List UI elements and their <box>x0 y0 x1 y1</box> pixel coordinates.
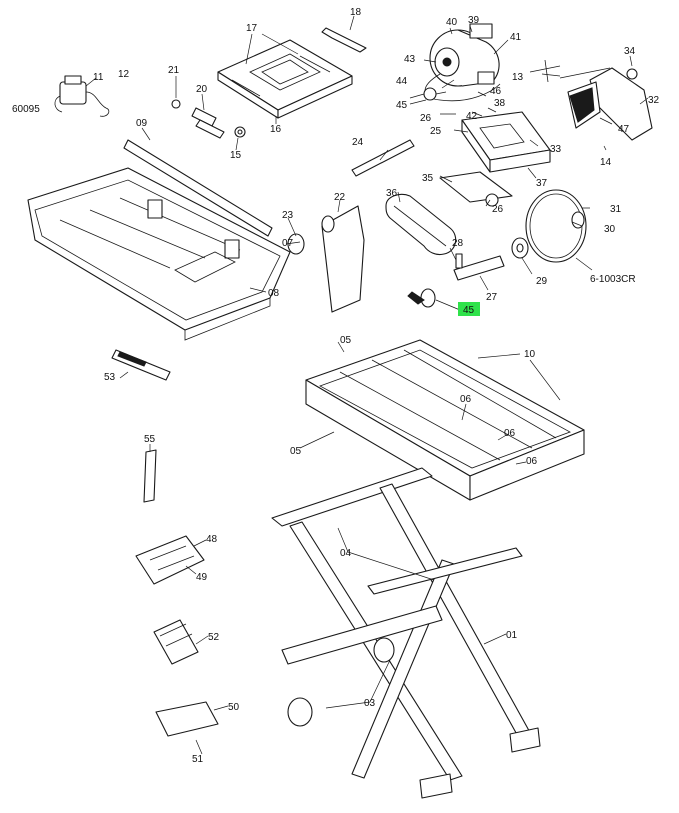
pulley-45 <box>407 288 436 308</box>
label-37: 37 <box>536 178 548 189</box>
label-38: 38 <box>494 98 506 109</box>
bracket-55 <box>143 449 157 503</box>
motor <box>424 23 501 102</box>
part-labels: 60095 11 12 17 18 21 20 15 16 09 40 39 4… <box>12 7 660 765</box>
label-26-mid: 26 <box>492 204 504 215</box>
label-33: 33 <box>550 144 562 155</box>
label-06-mid: 06 <box>504 428 516 439</box>
label-55: 55 <box>144 434 156 445</box>
label-51: 51 <box>192 754 204 765</box>
label-17: 17 <box>246 23 258 34</box>
bracket-35 <box>439 171 513 207</box>
label-36: 36 <box>386 188 398 199</box>
label-32: 32 <box>648 95 660 106</box>
label-45-highlighted: 45 <box>463 305 475 316</box>
label-10: 10 <box>524 349 536 360</box>
label-6-1003cr: 6-1003CR <box>590 274 636 285</box>
water-tray <box>27 167 291 341</box>
label-22: 22 <box>334 192 346 203</box>
label-08: 08 <box>268 288 280 299</box>
label-53: 53 <box>104 372 116 383</box>
label-27: 27 <box>486 292 498 303</box>
label-42: 42 <box>466 111 478 122</box>
shaft-24 <box>351 139 415 177</box>
support-frame <box>287 205 365 313</box>
label-60095: 60095 <box>12 104 40 115</box>
bracket-20 <box>171 99 246 139</box>
label-03: 03 <box>364 698 376 709</box>
label-06-low: 06 <box>526 456 538 467</box>
label-15: 15 <box>230 150 242 161</box>
label-34: 34 <box>624 46 636 57</box>
label-52: 52 <box>208 632 220 643</box>
highlighted-part-marker <box>458 302 480 316</box>
label-16: 16 <box>270 124 282 135</box>
blade-guard <box>529 59 653 141</box>
label-41: 41 <box>510 32 522 43</box>
label-49: 49 <box>196 572 208 583</box>
label-30: 30 <box>604 224 616 235</box>
cutting-table <box>217 39 353 119</box>
label-28: 28 <box>452 238 464 249</box>
label-05-top: 05 <box>340 335 352 346</box>
label-40: 40 <box>446 17 458 28</box>
label-29: 29 <box>536 276 548 287</box>
label-50: 50 <box>228 702 240 713</box>
label-11: 11 <box>93 72 104 83</box>
saw-blade <box>525 189 587 263</box>
label-44: 44 <box>396 76 408 87</box>
label-26-top: 26 <box>420 113 432 124</box>
label-01: 01 <box>506 630 518 641</box>
label-39: 39 <box>468 15 480 26</box>
switch-assembly <box>409 87 447 101</box>
water-pump <box>54 75 110 117</box>
plate-50 <box>155 701 219 737</box>
label-05-left: 05 <box>290 446 302 457</box>
label-12: 12 <box>118 69 130 80</box>
angle-guide-48 <box>135 535 205 585</box>
table-frame <box>305 339 585 501</box>
side-rail <box>123 139 273 237</box>
label-13: 13 <box>512 72 524 83</box>
label-14: 14 <box>600 157 612 168</box>
label-48: 48 <box>206 534 218 545</box>
label-45-top: 45 <box>396 100 408 111</box>
label-23: 23 <box>282 210 294 221</box>
label-24: 24 <box>352 137 364 148</box>
label-09: 09 <box>136 118 148 129</box>
label-47: 47 <box>618 124 630 135</box>
label-21: 21 <box>168 65 180 76</box>
label-04: 04 <box>340 548 352 559</box>
label-06-top: 06 <box>460 394 472 405</box>
label-18: 18 <box>350 7 362 18</box>
label-43: 43 <box>404 54 416 65</box>
label-31: 31 <box>610 204 622 215</box>
block-52 <box>153 619 199 665</box>
label-46: 46 <box>490 86 502 97</box>
label-25: 25 <box>430 126 442 137</box>
motor-carriage <box>461 111 551 173</box>
leader-lines <box>85 15 649 755</box>
belt <box>385 193 457 256</box>
arbor-shaft <box>453 237 529 281</box>
label-35: 35 <box>422 173 434 184</box>
bracket-18 <box>321 27 367 53</box>
label-07: 07 <box>282 238 294 249</box>
stand-legs <box>271 467 541 799</box>
label-20: 20 <box>196 84 208 95</box>
handle-53 <box>111 349 171 381</box>
